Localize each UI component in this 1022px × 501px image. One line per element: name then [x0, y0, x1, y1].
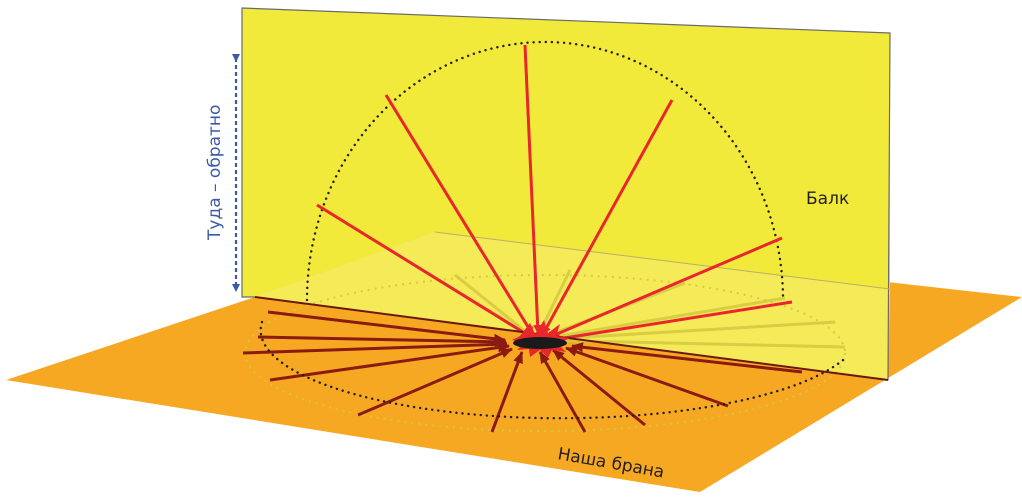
bulk-ray: [541, 99, 674, 335]
label-extra-dimension: Туда – обратно: [205, 105, 225, 241]
bulk-ray: [551, 300, 793, 344]
label-bulk: Балк: [806, 189, 849, 209]
bulk-hemisphere: [305, 40, 785, 302]
brane-ray: [269, 342, 510, 382]
bulk-rays: [316, 44, 793, 344]
bulk-ray: [384, 94, 535, 336]
brane-ellipse-near: [259, 320, 845, 420]
brane-ray: [357, 347, 513, 417]
intersection-line: [254, 296, 889, 381]
brane-ray: [242, 342, 508, 355]
ghost-ray: [535, 296, 786, 342]
brane-ray: [552, 348, 646, 427]
brane-ray: [267, 310, 506, 344]
brane-ray: [565, 346, 729, 408]
bulk-ray: [549, 236, 783, 339]
brane-ray: [490, 351, 524, 433]
bulk-ray: [316, 203, 532, 339]
source-blob: [512, 320, 570, 358]
brane-ray: [571, 342, 803, 374]
bulk-ray: [523, 44, 543, 334]
brane-rays: [242, 310, 803, 433]
ghost-ray: [535, 320, 836, 342]
brane-ray: [257, 335, 507, 347]
